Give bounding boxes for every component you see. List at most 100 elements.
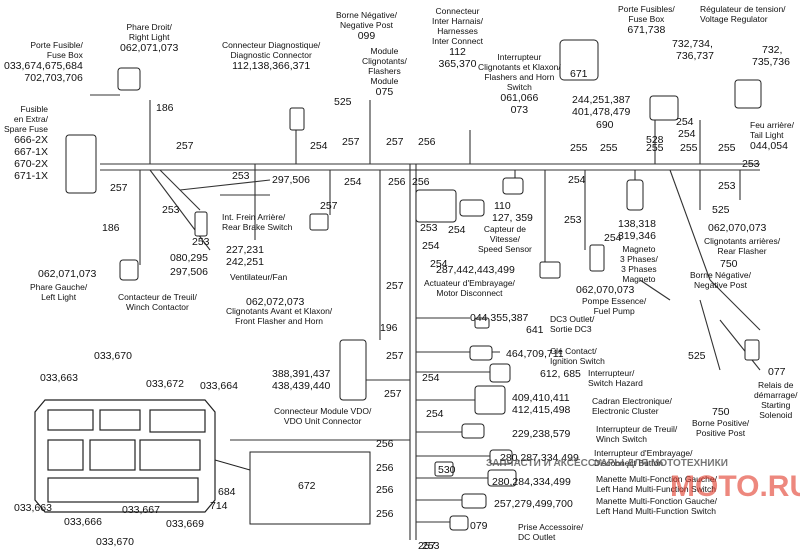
circuit-number: 735,736 (752, 56, 790, 68)
en-label: Inter Harnais/ (432, 16, 484, 26)
circuit-numbers: 061,066 (500, 92, 539, 104)
fr-label: Actuateur d'Embrayage/ (424, 278, 515, 288)
fan-label: Ventilateur/Fan (230, 272, 287, 282)
fuse-box-right-label: Porte Fusibles/ Fuse Box 671,738 (618, 4, 675, 36)
circuit-number: 280,284,334,499 (492, 476, 571, 488)
circuit-number: 409,410,411 (512, 392, 570, 404)
wire-gauge: 255 (680, 142, 698, 154)
wire-gauge: 255 (570, 142, 588, 154)
winch-contactor-label: Contacteur de Treuil/ Winch Contactor (118, 292, 197, 312)
circuit-number: 127, 359 (492, 212, 533, 224)
fr-label: Connecteur (435, 6, 480, 16)
circuit-numbers: 073 (510, 104, 529, 116)
circuit-number: 242,251 (226, 256, 264, 268)
en-label: Positive Post (696, 428, 746, 438)
circuit-numbers: 112 (449, 46, 466, 58)
wire-gauge: 254 (604, 232, 622, 244)
wire-gauge: 254 (678, 128, 696, 140)
fr-label: Porte Fusibles/ (618, 4, 675, 14)
circuit-number: 319,346 (618, 230, 656, 242)
en-label: Motor Disconnect (436, 288, 503, 298)
circuit-number: 412,415,498 (512, 404, 571, 416)
wire-gauge: 253 (422, 540, 440, 552)
circuit-number: 280,287,334,499 (500, 452, 579, 464)
spare-fuse-label: Fusible en Extra/ Spare Fuse 666-2X 667-… (4, 104, 48, 182)
flashers-module-label: Module Clignotants/ Flashers Module 075 (362, 46, 407, 98)
circuit-number: 464,709,711 (506, 348, 564, 360)
circuit-numbers: 033,674,675,684 (4, 60, 83, 72)
ignition-switch-label: Clé Contact/ Ignition Switch (550, 346, 605, 366)
wire-gauge: 256 (412, 176, 430, 188)
circuit-number: 033,672 (146, 378, 184, 390)
magneto-label: Magneto 3 Phases/ 3 Phases Magneto (620, 244, 658, 284)
en-label: Electronic Cluster (592, 406, 659, 416)
hazard-switch-label: Interrupteur/ Switch Hazard (588, 368, 643, 388)
circuit-numbers: 044,054 (750, 140, 788, 152)
fr-label: Clignotants arrières/ (704, 236, 781, 246)
diagnostic-connector-label: Connecteur Diagnostique/ Diagnostic Conn… (222, 40, 320, 72)
wire-gauge: 256 (376, 508, 394, 520)
circuit-number: 229,238,579 (512, 428, 571, 440)
rear-brake-switch-label: Int. Frein Arrière/ Rear Brake Switch (222, 212, 292, 232)
dc3-outlet-label: DC3 Outlet/ Sortie DC3 (550, 314, 594, 334)
fr-label: Interrupteur/ (588, 368, 635, 378)
circuit-numbers: 670-2X (14, 158, 48, 170)
wire-gauge: 257 (418, 540, 436, 552)
wire-gauge: 257 (342, 136, 360, 148)
electronic-cluster-label: Cadran Electronique/ Electronic Cluster (592, 396, 672, 416)
en-label: Flashers (368, 66, 401, 76)
en-label: Inter Connect (432, 36, 484, 46)
circuit-number: 641 (526, 324, 544, 336)
circuit-number: 714 (210, 500, 228, 512)
wire-gauge: 254 (310, 140, 328, 152)
wire-gauge: 257 (386, 280, 404, 292)
wire-gauge: 257 (176, 140, 194, 152)
circuit-number: 297,506 (170, 266, 208, 278)
circuit-number: 033,663 (14, 502, 52, 514)
en-label: Front Flasher and Horn (235, 316, 324, 326)
circuit-number: 033,670 (94, 350, 132, 362)
en-label: Rear Flasher (717, 246, 767, 256)
fr-label: Porte Fusible/ (30, 40, 83, 50)
en-label: Fuse Box (46, 50, 83, 60)
circuit-number: 525 (688, 350, 706, 362)
en-label: Winch Contactor (126, 302, 189, 312)
circuit-numbers: 112,138,366,371 (232, 60, 311, 72)
en-label: Harnesses (437, 26, 478, 36)
circuit-number: 750 (712, 406, 730, 418)
en-label: Clignotants/ (362, 56, 407, 66)
en-label: Vitesse/ (489, 234, 520, 244)
circuit-number: 033,663 (40, 372, 78, 384)
negative-post-right-label: Borne Négative/ Negative Post (690, 270, 751, 290)
circuit-number: 297,506 (272, 174, 310, 186)
circuit-numbers: 099 (357, 30, 376, 42)
front-flasher-label: Clignotants Avant et Klaxon/ Front Flash… (226, 306, 332, 326)
circuit-number: 684 (218, 486, 236, 498)
fr-label: Manette Multi-Fonction Gauche/ (596, 496, 717, 506)
tail-light-label: Feu arrière/ Tail Light 044,054 (750, 120, 794, 152)
en-label: Solenoid (759, 410, 793, 420)
fr-label: Phare Gauche/ (30, 282, 88, 292)
circuit-number: 033,669 (166, 518, 204, 530)
en-label: DC Outlet (518, 532, 556, 542)
circuit-number: 525 (712, 204, 730, 216)
fr-label: Ventilateur/Fan (230, 272, 288, 282)
circuit-numbers: 667-1X (14, 146, 48, 158)
en-label: 3 Phases (621, 264, 657, 274)
en-label: Left Light (41, 292, 77, 302)
wire-gauge: 254 (426, 408, 444, 420)
en-label: Clignotants et Klaxon/ (478, 62, 561, 72)
en-label: Ignition Switch (550, 356, 605, 366)
wire-gauge: 257 (320, 200, 338, 212)
circuit-number: 732, (762, 44, 783, 56)
fr-label: DC3 Outlet/ (550, 314, 595, 324)
fr-label: Int. Frein Arrière/ (222, 212, 286, 222)
wire-gauge: 257 (384, 388, 402, 400)
circuit-number: 110 (494, 200, 511, 212)
wire-gauge: 257 (386, 136, 404, 148)
wire-gauge: 254 (422, 372, 440, 384)
circuit-number: 530 (438, 464, 456, 476)
fr-label: Interrupteur de Treuil/ (596, 424, 678, 434)
